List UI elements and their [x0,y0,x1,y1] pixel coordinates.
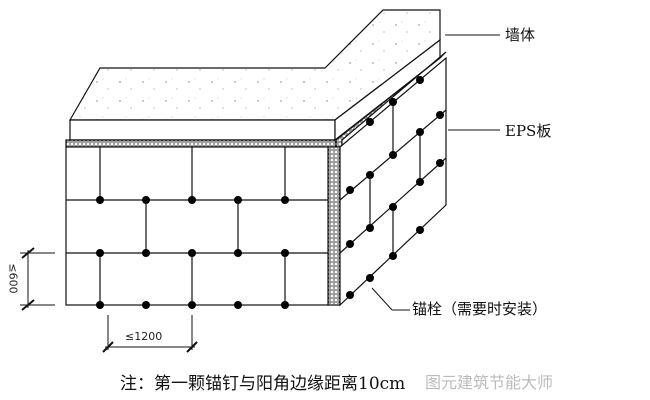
eps-strip-front [65,139,337,148]
eps-corner-edge [327,146,341,306]
vertical-dimension: ≤600 [6,263,20,294]
anchor-dots [96,76,444,309]
eps-label: EPS板 [505,122,552,140]
watermark: 图元建筑节能大师 [425,373,554,392]
front-wall [65,146,329,306]
anchor-label: 锚栓（需要时安装） [412,300,548,318]
note-text: 注：第一颗锚钉与阳角边缘距离10cm [120,374,406,394]
anchor-leader-line [371,287,393,311]
wall-label: 墙体 [505,26,536,44]
horizontal-dimension: ≤1200 [125,330,163,343]
wall-slab-front [69,119,336,141]
